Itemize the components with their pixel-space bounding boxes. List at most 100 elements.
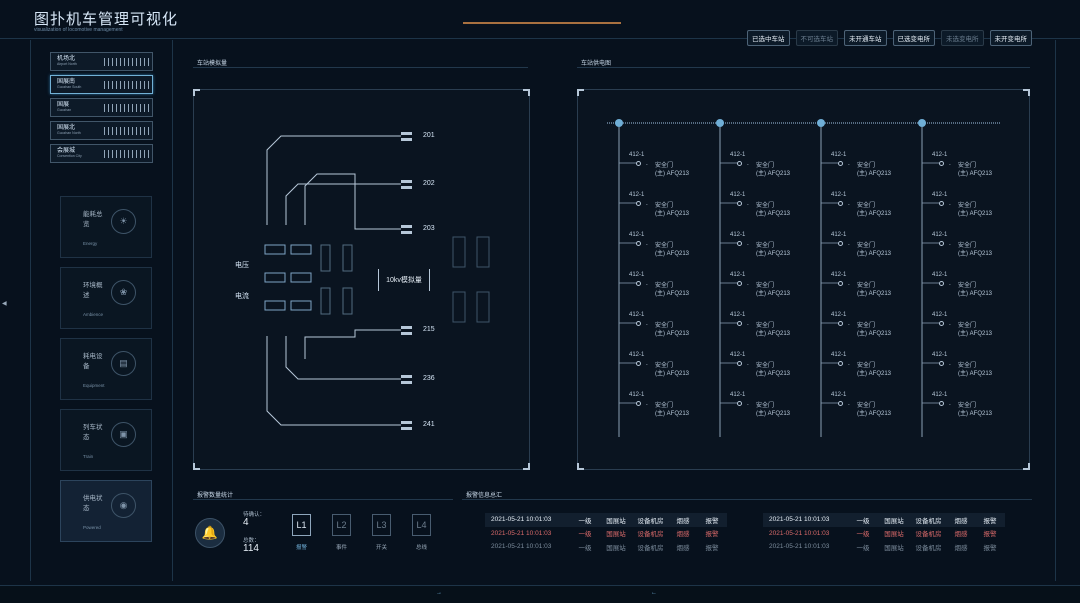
filter-button-2[interactable]: 未开通车站 <box>844 30 887 46</box>
dash-icon: - <box>646 322 648 328</box>
cell-code: 412-1 <box>629 352 645 358</box>
cell-sub: (主) AFQ213 <box>655 251 690 257</box>
cabinet-block <box>452 236 466 268</box>
cell-door: 安全门 <box>857 163 876 169</box>
alarm-station: 国展站 <box>884 517 904 525</box>
cell-door: 安全门 <box>958 283 977 289</box>
filter-button-3[interactable]: 已选变电所 <box>892 30 935 46</box>
alarm-time: 2021-05-21 10:01:03 <box>491 516 552 524</box>
cell-sub: (主) AFQ213 <box>756 411 791 417</box>
cabinet-block <box>476 236 490 268</box>
isolator-block <box>342 244 353 272</box>
isolator-block <box>342 287 353 315</box>
alarm-time: 2021-05-21 10:01:03 <box>769 543 830 551</box>
cell-sub: (主) AFQ213 <box>655 291 690 297</box>
dash-icon: - <box>848 282 850 288</box>
alarm-count-title: 报警数量统计 <box>197 493 234 499</box>
breaker-bottom <box>401 138 412 141</box>
dash-icon: - <box>949 242 951 248</box>
switch-dot-icon <box>939 201 944 206</box>
line-label-215: 215 <box>423 326 435 333</box>
alarm-status: 报警 <box>705 544 719 552</box>
nav-en-label: Ambience <box>83 312 104 317</box>
alarm-station: 国展站 <box>884 544 904 552</box>
switch-dot-icon <box>636 401 641 406</box>
station-name: 会展城 <box>57 148 76 155</box>
dash-icon: - <box>747 202 749 208</box>
level-button-L1[interactable]: L1 <box>292 514 311 536</box>
cell-code: 412-1 <box>932 152 948 158</box>
switch-block <box>264 244 286 255</box>
cell-door: 安全门 <box>857 403 876 409</box>
switch-dot-icon <box>737 201 742 206</box>
prev-arrow-icon[interactable]: ← <box>651 590 657 596</box>
filter-button-0[interactable]: 已选中车站 <box>747 30 790 46</box>
switch-dot-icon <box>939 361 944 366</box>
cell-code: 412-1 <box>831 152 847 158</box>
wiring-frame <box>577 89 1030 470</box>
cell-code: 412-1 <box>730 192 746 198</box>
cell-code: 412-1 <box>629 392 645 398</box>
dash-icon: - <box>646 362 648 368</box>
switch-block <box>264 272 286 283</box>
dash-icon: - <box>646 282 648 288</box>
filter-button-5[interactable]: 未开变电所 <box>989 30 1032 46</box>
breaker-top <box>401 225 412 228</box>
switch-dot-icon <box>939 161 944 166</box>
analog-10kv-button[interactable]: 10kv模拟量 <box>378 269 430 291</box>
level-button-L2[interactable]: L2 <box>332 514 351 536</box>
filter-button-1[interactable]: 不可选车站 <box>795 30 838 46</box>
alarm-level: 一级 <box>856 531 870 539</box>
alarm-status: 报警 <box>705 531 719 539</box>
cell-door: 安全门 <box>857 363 876 369</box>
level-button-L3[interactable]: L3 <box>372 514 391 536</box>
cell-door: 安全门 <box>958 243 977 249</box>
switch-dot-icon <box>737 161 742 166</box>
feeder-path-4 <box>285 336 393 380</box>
dash-icon: - <box>949 362 951 368</box>
alarm-level: 一级 <box>578 531 592 539</box>
cell-door: 安全门 <box>655 163 674 169</box>
cell-code: 412-1 <box>629 192 645 198</box>
cell-code: 412-1 <box>730 232 746 238</box>
cell-sub: (主) AFQ213 <box>958 211 993 217</box>
cell-code: 412-1 <box>932 232 948 238</box>
breaker-top <box>401 180 412 183</box>
leaf-icon: ❀ <box>111 280 136 305</box>
alarm-type: 烟感 <box>954 544 968 552</box>
filter-button-4[interactable]: 未选变电所 <box>941 30 984 46</box>
collapse-left-icon[interactable]: ◀ <box>2 301 7 307</box>
dash-icon: - <box>949 202 951 208</box>
alarm-type: 烟感 <box>676 544 690 552</box>
station-ticks <box>104 57 152 66</box>
alarm-type: 烟感 <box>954 517 968 525</box>
cell-sub: (主) AFQ213 <box>857 251 892 257</box>
cell-door: 安全门 <box>655 363 674 369</box>
next-arrow-icon[interactable]: → <box>436 590 442 596</box>
line-label-201: 201 <box>423 132 435 139</box>
level-button-L4[interactable]: L4 <box>412 514 431 536</box>
line-label-241: 241 <box>423 421 435 428</box>
nav-label: 能耗总览 <box>83 211 103 228</box>
bus-node-0 <box>615 119 623 127</box>
cell-sub: (主) AFQ213 <box>958 291 993 297</box>
switch-dot-icon <box>838 161 843 166</box>
